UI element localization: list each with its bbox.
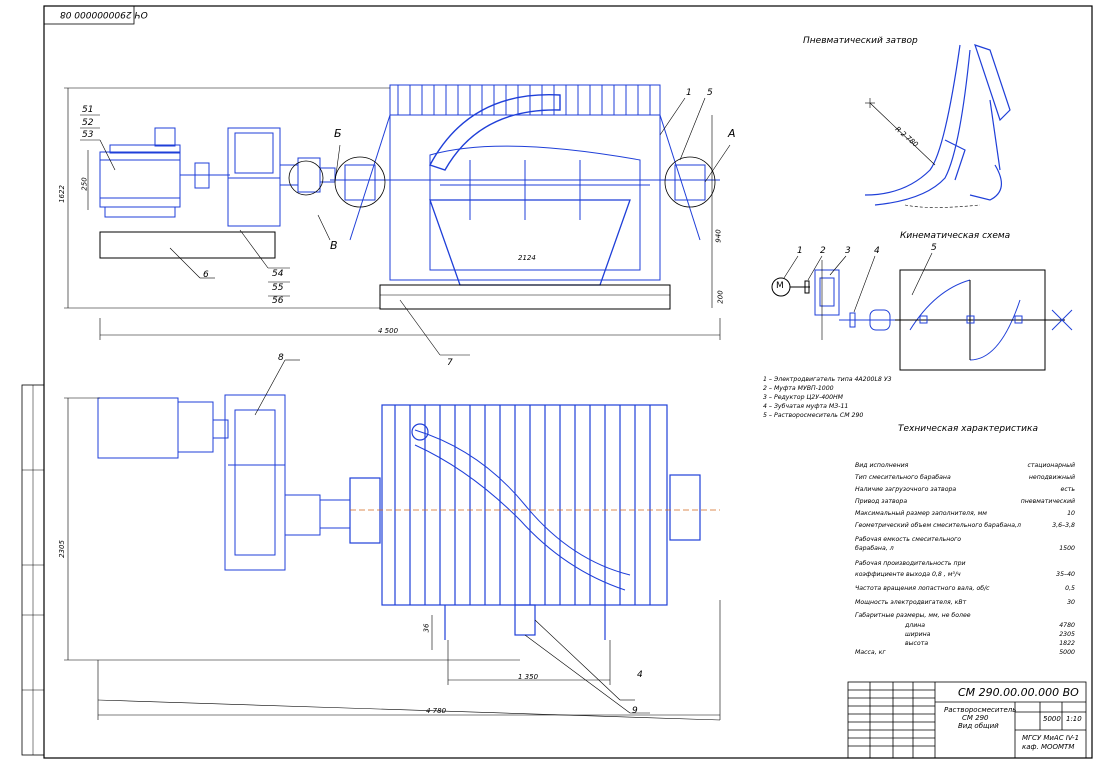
plan-dimension-lines — [64, 359, 721, 721]
legend-item-5: 5 – Растворосмеситель СМ 290 — [763, 412, 864, 419]
dim-940: 940 — [714, 229, 723, 243]
legend-item-4: 4 – Зубчатая муфта МЗ-11 — [763, 403, 849, 410]
callout-9: 9 — [632, 706, 638, 716]
dim-2124: 2124 — [518, 254, 536, 262]
motor-plan-view — [97, 394, 351, 571]
dim-2305: 2305 — [57, 540, 66, 558]
title-block — [847, 681, 1087, 759]
callout-5: 5 — [707, 88, 713, 98]
dim-4500: 4 500 — [378, 327, 399, 335]
title-line-1: Растворосмеситель — [944, 706, 1017, 714]
view-label-a: А — [728, 127, 736, 140]
callout-52: 52 — [82, 118, 94, 128]
callout-7: 7 — [447, 358, 453, 368]
callout-55: 55 — [272, 283, 284, 293]
spec-row: Рабочая емкость смесительного — [855, 536, 962, 543]
view-label-v: В — [330, 239, 338, 252]
spec-row: Геометрический объем смесительного бараб… — [855, 522, 1075, 529]
motor-symbol: M — [776, 281, 784, 291]
title-line-2: СМ 290 — [962, 714, 989, 722]
view-label-b: Б — [334, 127, 342, 140]
kin-callout-2: 2 — [820, 246, 826, 256]
kin-callout-5: 5 — [931, 243, 937, 253]
legend-item-3: 3 – Редуктор Ц2У-400НМ — [763, 394, 844, 401]
dim-1622: 1622 — [57, 185, 66, 203]
callout-4: 4 — [637, 670, 643, 680]
drawing-code-top: ОЧ 2900000000 08 — [60, 9, 148, 19]
pneumatic-gate-title: Пневматический затвор — [803, 36, 918, 46]
scale-value: 1:10 — [1066, 715, 1082, 723]
mass-value: 5000 — [1043, 715, 1061, 723]
motor-side-view — [99, 127, 336, 259]
kinematic-scheme — [771, 269, 1073, 371]
org-line-1: МГСУ МиАС IV-1 — [1022, 734, 1080, 742]
dim-36: 36 — [422, 623, 431, 633]
legend-item-2: 2 – Муфта МУВП-1000 — [763, 385, 834, 392]
tech-characteristics-title: Техническая характеристика — [898, 424, 1038, 434]
title-line-3: Вид общий — [958, 722, 999, 730]
dim-200: 200 — [716, 290, 725, 304]
outer-frame — [43, 5, 1093, 759]
callout-56: 56 — [272, 296, 284, 306]
kin-callout-1: 1 — [797, 246, 803, 256]
callout-53: 53 — [82, 130, 94, 140]
spec-row: Рабочая производительность при — [855, 560, 966, 567]
callout-6: 6 — [203, 270, 209, 280]
legend-item-1: 1 – Электродвигатель типа 4А200L8 У3 — [763, 376, 892, 383]
dim-250: 250 — [80, 177, 89, 191]
spec-row: Габаритные размеры, мм, не более — [855, 612, 971, 619]
dim-1350: 1 350 — [518, 673, 539, 681]
callout-8: 8 — [278, 353, 284, 363]
kin-callout-4: 4 — [874, 246, 880, 256]
org-line-2: каф. МООМТМ — [1022, 743, 1075, 751]
callout-1: 1 — [686, 88, 692, 98]
kinematic-scheme-title: Кинематическая схема — [900, 231, 1011, 241]
callout-51: 51 — [82, 105, 94, 115]
dim-4780: 4 780 — [426, 707, 447, 715]
mixer-plan-view — [349, 404, 720, 640]
callout-54: 54 — [272, 269, 284, 279]
pneumatic-gate-drawing — [864, 44, 1011, 206]
kin-callout-3: 3 — [845, 246, 851, 256]
drawing-code-main: СМ 290.00.00.000 ВО — [958, 686, 1079, 699]
top-dimension-lines — [64, 87, 731, 356]
